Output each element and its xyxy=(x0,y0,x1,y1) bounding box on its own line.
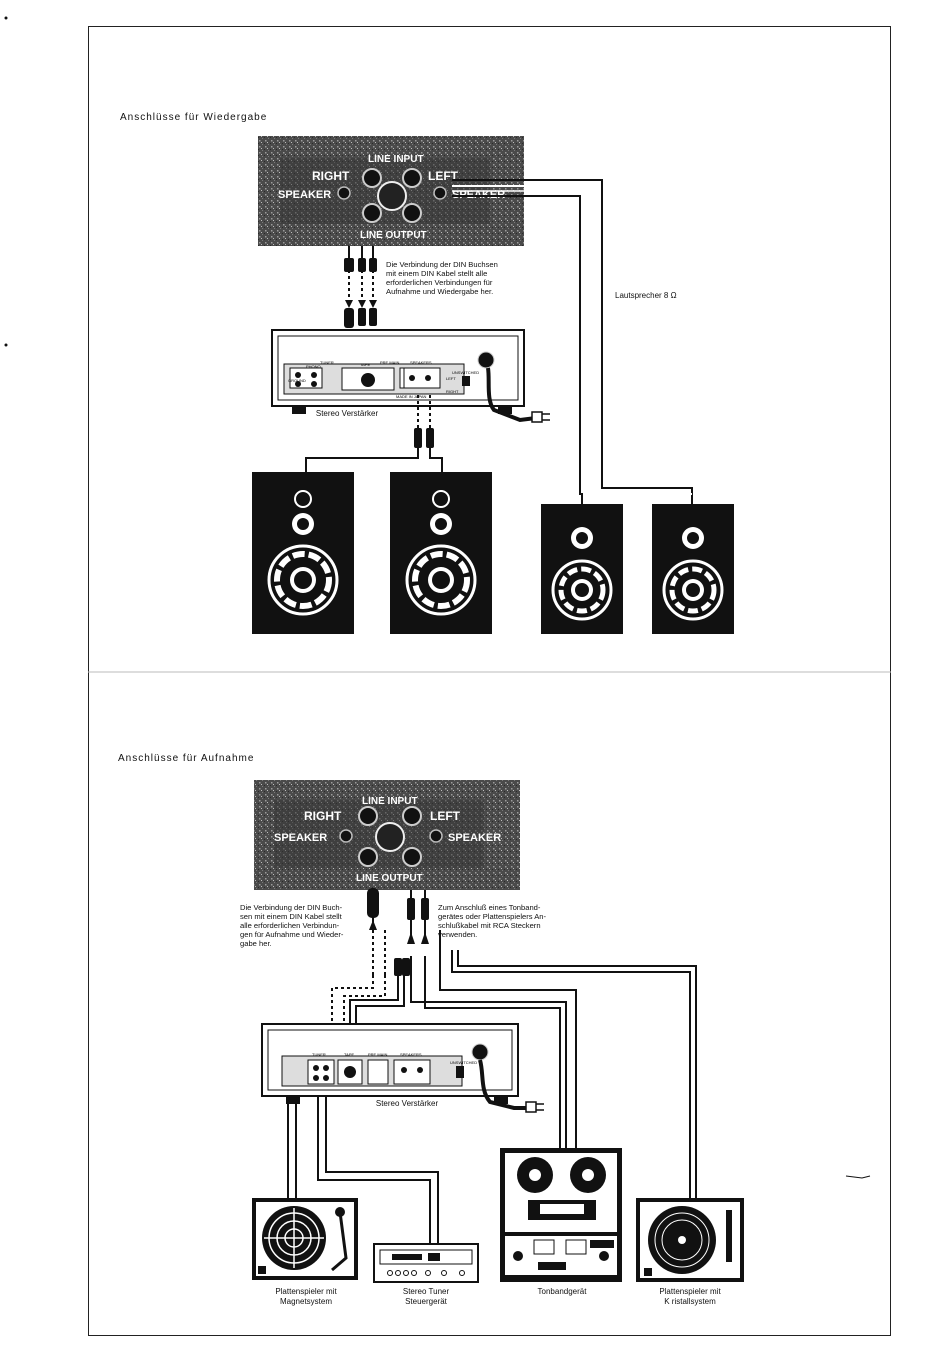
recording-amplifier: TUNER TAPE PRE MAIN SPEAKERS UNSWITCHED xyxy=(261,1023,544,1113)
amp-tuner-label: TUNER xyxy=(320,360,334,365)
amp-left-label: LEFT xyxy=(446,376,456,381)
rec-panel-left: LEFT xyxy=(430,809,461,823)
scan-speck xyxy=(4,16,8,20)
panel-right: RIGHT xyxy=(312,169,350,183)
turntable-crystal-label: Plattenspieler mit K ristallsystem xyxy=(659,1287,721,1306)
rec-panel-line-output: LINE OUTPUT xyxy=(356,873,423,884)
stereo-tuner xyxy=(373,1243,479,1283)
turntable-crystal xyxy=(636,1198,744,1282)
scan-speck xyxy=(4,343,8,347)
tape-deck xyxy=(500,1148,622,1282)
playback-plugs xyxy=(344,258,377,328)
rec-panel-line-input: LINE INPUT xyxy=(362,796,418,807)
panel-line-output: LINE OUTPUT xyxy=(360,230,427,241)
playback-amplifier: TUNER PHONO TAPE PRE MAIN SPEAKERS UNSWI… xyxy=(271,329,550,423)
rec-panel-speaker-left: SPEAKER xyxy=(274,832,327,844)
panel-speaker-left: SPEAKER xyxy=(278,189,331,201)
recording-din-note: Die Verbindung der DIN Buch- sen mit ein… xyxy=(240,903,344,948)
tape-deck-label: Tonbandgerät xyxy=(537,1287,587,1296)
speaker-front-right xyxy=(390,472,492,634)
rec-panel-right: RIGHT xyxy=(304,809,342,823)
amp-speaker-cables xyxy=(305,395,443,472)
playback-rear-panel: LINE INPUT RIGHT LEFT SPEAKER SPEAKER LI… xyxy=(258,136,524,246)
playback-din-note: Die Verbindung der DIN Buchsen mit einem… xyxy=(386,260,498,296)
amp-tape-label: TAPE xyxy=(360,362,370,367)
recording-heading: Anschlüsse für Aufnahme xyxy=(118,753,255,764)
amp2-tape-label: TAPE xyxy=(344,1052,354,1057)
turntable-magnetic-label: Plattenspieler mit Magnetsystem xyxy=(275,1287,337,1306)
amp-ground-label: GROUND xyxy=(288,378,306,383)
playback-speaker-note: Lautsprecher 8 Ω xyxy=(615,291,677,300)
recording-rca-note: Zum Anschluß eines Tonband- gerätes oder… xyxy=(438,903,547,939)
rec-panel-speaker-right: SPEAKER xyxy=(448,832,501,844)
recording-plugs xyxy=(367,888,429,976)
speaker-front-left xyxy=(252,472,354,634)
turntable-magnetic xyxy=(252,1198,358,1280)
panel-line-input: LINE INPUT xyxy=(368,154,424,165)
amp-premain-label: PRE MAIN xyxy=(380,360,399,365)
amp-speakers-label: SPEAKERS xyxy=(410,360,432,365)
playback-speaker-cables xyxy=(452,179,693,504)
page-frame xyxy=(88,26,891,1336)
amp2-speakers-label: SPEAKERS xyxy=(400,1052,422,1057)
amp-madein-label: MADE IN JAPAN xyxy=(396,394,426,399)
amp-unswitched-label: UNSWITCHED xyxy=(452,370,479,375)
amp2-premain-label: PRE MAIN xyxy=(368,1052,387,1057)
tuner-label: Stereo Tuner Steuergerät xyxy=(402,1287,450,1306)
playback-heading: Anschlüsse für Wiedergabe xyxy=(120,112,268,123)
speaker-rear-right xyxy=(652,504,734,634)
playback-amplifier-label: Stereo Verstärker xyxy=(315,409,379,418)
amp2-tuner-label: TUNER xyxy=(312,1052,326,1057)
amp-right-label: RIGHT xyxy=(446,389,459,394)
recording-amplifier-label: Stereo Verstärker xyxy=(375,1099,439,1108)
recording-rear-panel: LINE INPUT RIGHT LEFT SPEAKER SPEAKER LI… xyxy=(254,780,520,890)
scan-speck xyxy=(845,1175,871,1179)
amp2-unswitched-label: UNSWITCHED xyxy=(450,1060,477,1065)
amp-speaker-plugs xyxy=(414,428,434,448)
amp-phono-label: PHONO xyxy=(306,364,321,369)
panel-left: LEFT xyxy=(428,169,459,183)
speaker-rear-left xyxy=(541,504,623,634)
